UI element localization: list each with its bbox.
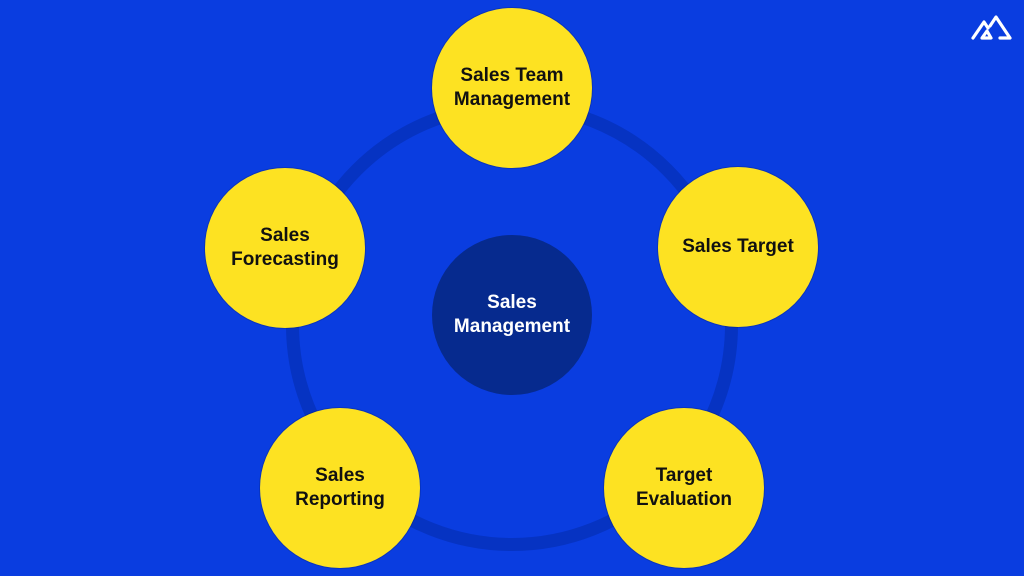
node-sales-team-management: Sales Team Management bbox=[432, 8, 592, 168]
node-label: Sales Team Management bbox=[453, 65, 571, 110]
node-label: Target Evaluation bbox=[635, 465, 733, 510]
center-node-label: Sales Management bbox=[453, 292, 571, 337]
node-label: Sales Forecasting bbox=[231, 225, 339, 270]
center-node-sales-management: Sales Management bbox=[432, 235, 592, 395]
node-sales-forecasting: Sales Forecasting bbox=[205, 168, 365, 328]
node-label: Sales Target bbox=[682, 236, 794, 257]
node-sales-reporting: Sales Reporting bbox=[260, 408, 420, 568]
mountain-logo-icon bbox=[971, 15, 1012, 40]
node-label: Sales Reporting bbox=[295, 465, 385, 510]
node-sales-target: Sales Target bbox=[658, 167, 818, 327]
node-target-evaluation: Target Evaluation bbox=[604, 408, 764, 568]
